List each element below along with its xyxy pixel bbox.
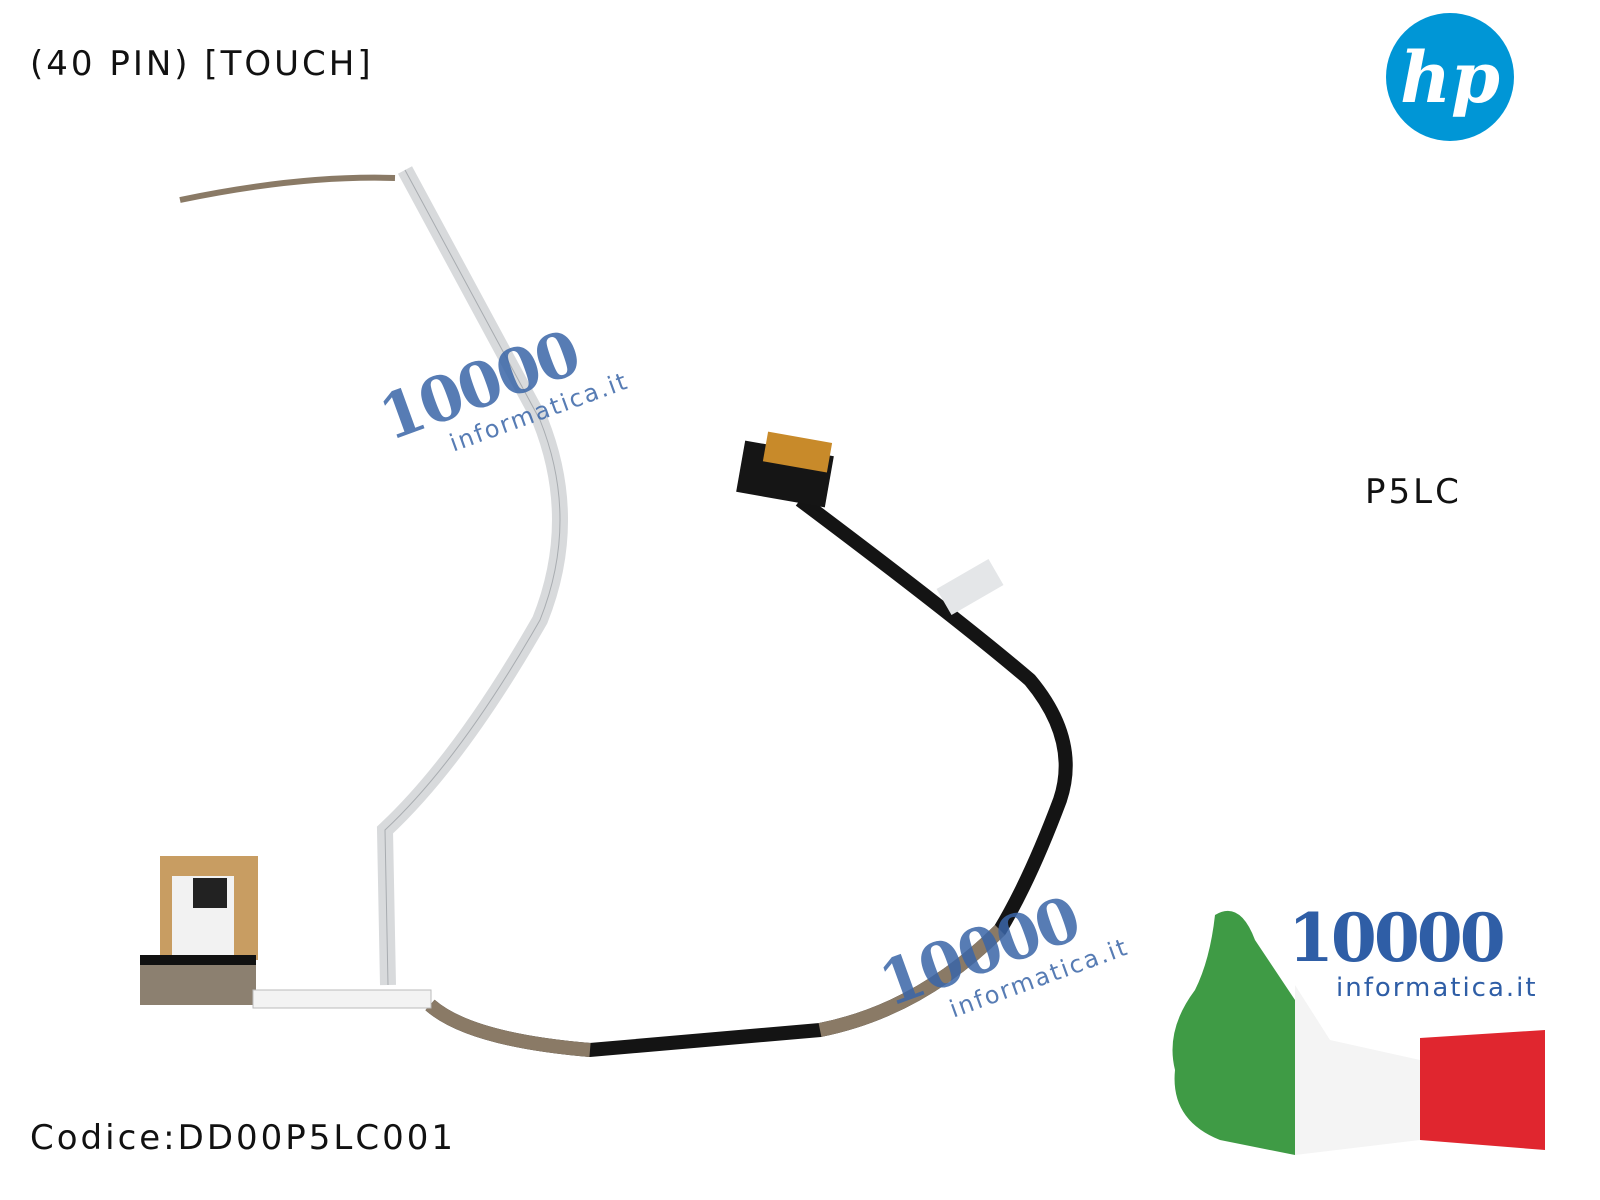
svg-text:hp: hp bbox=[1400, 36, 1500, 119]
product-code: Codice:DD00P5LC001 bbox=[30, 1118, 456, 1158]
hp-logo: hp bbox=[1386, 13, 1514, 141]
model-label: P5LC bbox=[1365, 472, 1462, 512]
italy-thumbs-up-image bbox=[1172, 910, 1545, 1155]
product-title: (40 PIN) [TOUCH] bbox=[30, 44, 374, 84]
bottom-connector bbox=[140, 856, 432, 1009]
store-logo: 10000 informatica.it bbox=[1288, 905, 1538, 1003]
store-logo-number: 10000 bbox=[1288, 899, 1506, 977]
store-logo-domain: informatica.it bbox=[1336, 973, 1538, 1003]
top-connector bbox=[736, 431, 834, 508]
touch-ffc-strip bbox=[376, 166, 568, 986]
touch-cable-wire bbox=[179, 174, 396, 203]
